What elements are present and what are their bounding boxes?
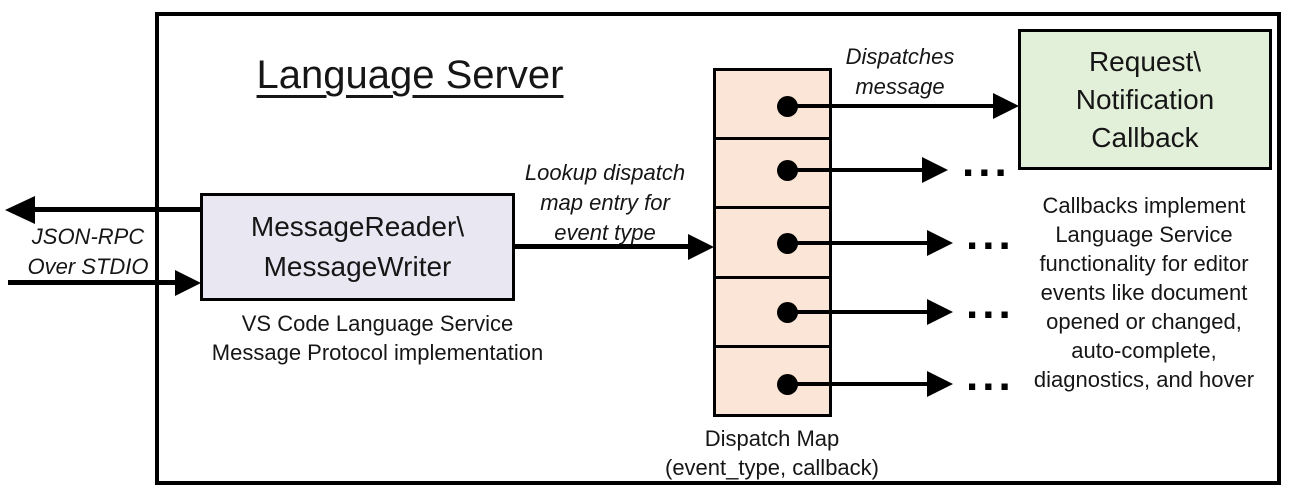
dispatch-arrowhead-icon: [922, 157, 948, 183]
dispatch-map-cell: [716, 140, 829, 210]
language-server-frame: [155, 12, 1281, 485]
dispatch-arrowhead-icon: [927, 230, 953, 256]
ellipsis-more-callbacks: ...: [966, 279, 1015, 328]
dispatch-arrow-line: [787, 168, 924, 172]
dispatches-label: Dispatches message: [845, 44, 955, 99]
diagram-title: Language Server: [256, 53, 564, 97]
stdio-in-arrow-line: [8, 280, 176, 285]
ellipsis-more-callbacks: ...: [962, 137, 1011, 186]
dispatch-map-cell: [716, 347, 829, 415]
request-notification-callback-box: Request\ Notification Callback: [1018, 29, 1272, 170]
dispatch-arrow-line: [787, 310, 927, 314]
dispatch-arrow-line: [787, 382, 927, 386]
lookup-label: Lookup dispatch map entry for event type: [524, 160, 686, 245]
dispatch-arrowhead-icon: [927, 371, 953, 397]
stdio-out-arrow-line: [30, 207, 200, 212]
dispatch-map-label: Dispatch Map (event_type, callback): [665, 426, 879, 480]
dispatch-arrowhead-icon: [927, 299, 953, 325]
ellipsis-more-callbacks: ...: [966, 351, 1015, 400]
lookup-arrow-line: [515, 244, 691, 249]
lookup-arrowhead-icon: [688, 234, 714, 260]
message-reader-writer-box: MessageReader\ MessageWriter: [200, 193, 515, 301]
stdio-in-arrowhead-icon: [175, 270, 201, 296]
ellipsis-more-callbacks: ...: [966, 210, 1015, 259]
dispatch-arrow-line: [787, 241, 927, 245]
message-reader-writer-caption: VS Code Language Service Message Protoco…: [211, 311, 544, 365]
callbacks-note: Callbacks implement Language Service fun…: [1033, 193, 1255, 392]
dispatch-arrowhead-icon: [993, 93, 1019, 119]
stdio-label: JSON-RPC Over STDIO: [27, 224, 149, 279]
dispatch-arrow-line: [787, 104, 995, 108]
